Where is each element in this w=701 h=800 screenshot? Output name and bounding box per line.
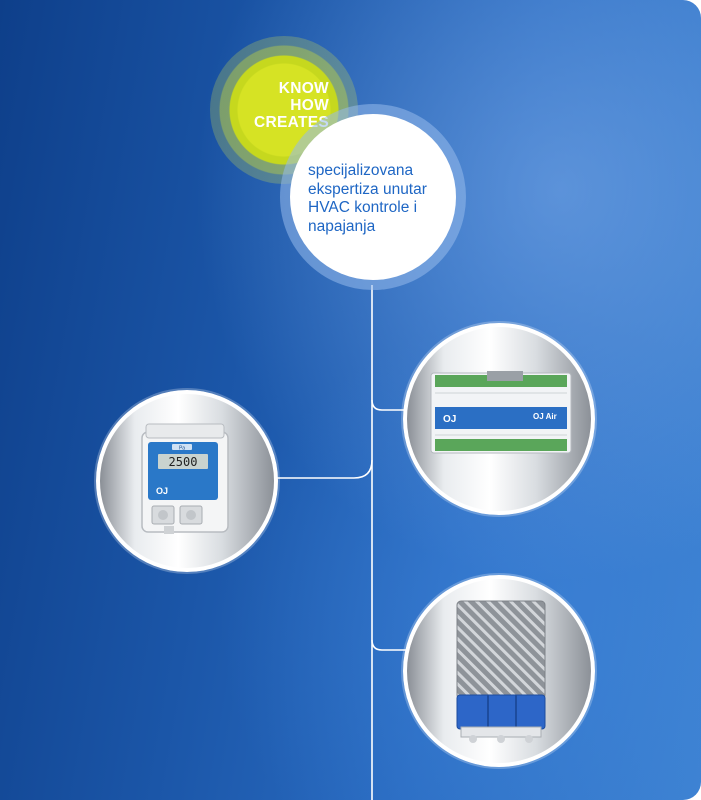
svg-text:OJ: OJ xyxy=(156,486,168,496)
pressure-sensor-image: Pa 2500 OJ xyxy=(141,423,229,534)
oj-air-controller-image: OJ OJ Air xyxy=(430,371,572,454)
oj-air-controller-circle: OJ OJ Air xyxy=(403,323,595,515)
expertise-bubble-inner xyxy=(290,114,456,280)
controller-brand: OJ Air xyxy=(533,412,557,421)
sensor-header: Pa xyxy=(179,446,185,452)
expertise-text: specijalizovana ekspertiza unutar HVAC k… xyxy=(308,162,427,235)
svg-text:OJ: OJ xyxy=(443,414,456,425)
know-how-creates-badge: KNOW HOW CREATES xyxy=(210,36,358,184)
expertise-bubble: specijalizovana ekspertiza unutar HVAC k… xyxy=(280,104,466,290)
pressure-sensor-circle: Pa 2500 OJ xyxy=(96,390,278,572)
power-unit-image xyxy=(456,600,546,743)
power-unit-circle xyxy=(403,575,595,767)
badge-line-how: HOW xyxy=(290,97,329,114)
badge-line-know: KNOW xyxy=(278,80,329,97)
sensor-display: 2500 xyxy=(169,455,198,469)
